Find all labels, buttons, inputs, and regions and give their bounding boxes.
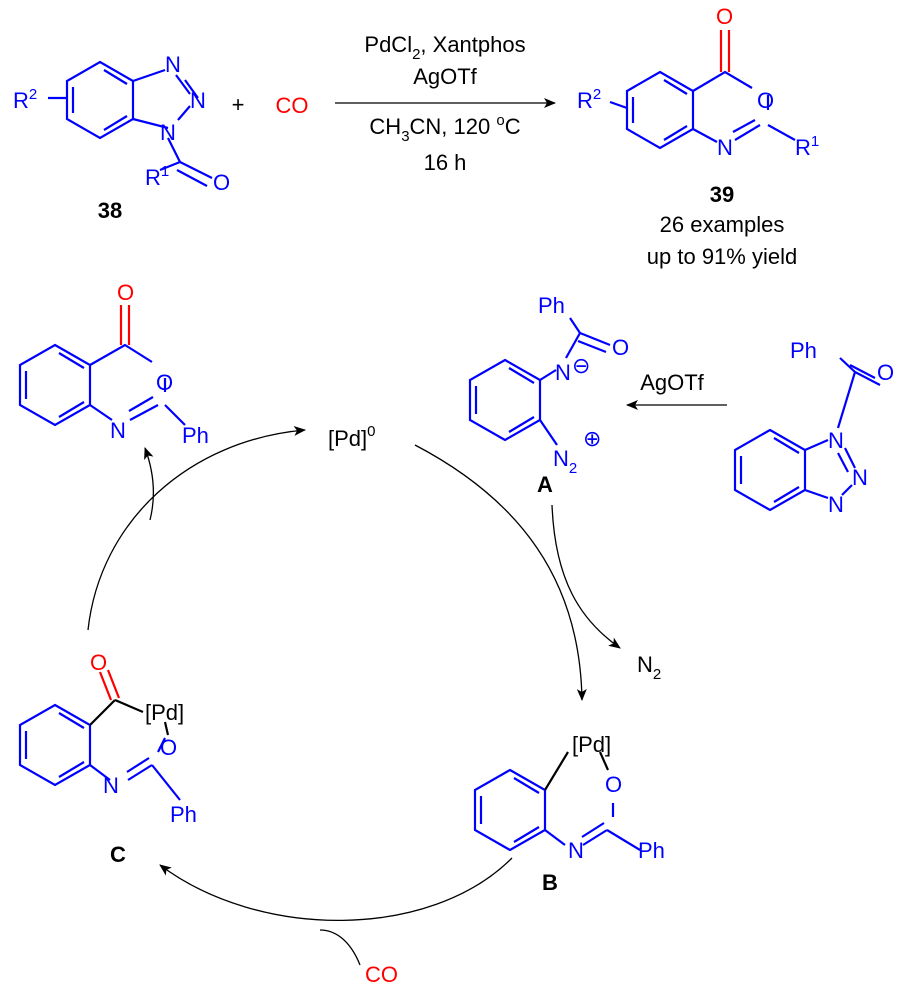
intermediate-label-a: A <box>537 472 553 497</box>
r2-label: R2 <box>577 86 601 113</box>
conditions-line4: 16 h <box>424 150 467 175</box>
co-label: CO <box>365 962 398 987</box>
atom-n: N <box>828 428 844 453</box>
phenyl-label: Ph <box>790 338 817 363</box>
diazonium-label: N2 <box>553 446 577 477</box>
intermediate-c: O [Pd] O N Ph C <box>18 650 197 867</box>
arrow-c-to-pd0 <box>87 425 306 631</box>
agotf-label: AgOTf <box>640 370 704 395</box>
r1-label: R1 <box>145 163 169 190</box>
r1-label: R1 <box>795 133 819 160</box>
minus-charge-icon: ⊖ <box>572 353 590 378</box>
co-insertion-arrow <box>319 929 361 966</box>
phenyl-label: Ph <box>170 802 197 827</box>
pd-label: [Pd] <box>145 700 184 725</box>
arrow-n2-release <box>551 504 621 649</box>
co-reagent: CO <box>276 93 309 118</box>
plus-charge-icon: ⊕ <box>583 426 601 451</box>
atom-n: N <box>103 773 119 798</box>
n2-release-label: N2 <box>637 652 661 683</box>
atom-n: N <box>828 492 844 517</box>
cycle-product: O O N Ph <box>18 280 209 448</box>
benzoyl-benzotriazole: N N N Ph O <box>733 338 894 517</box>
atom-o: O <box>605 772 622 797</box>
intermediate-b: [Pd] O N Ph B <box>473 732 665 895</box>
intermediate-a: N ⊖ Ph O N2 ⊕ A <box>468 293 629 497</box>
plus-sign: + <box>232 92 245 117</box>
compound-38: N N N O R2 R1 38 <box>13 52 230 223</box>
phenyl-label: Ph <box>538 293 565 318</box>
intermediate-label-b: B <box>542 870 558 895</box>
arrow-product-release <box>144 447 154 521</box>
atom-o: O <box>757 88 774 113</box>
atom-n: N <box>110 418 126 443</box>
atom-n: N <box>165 52 181 77</box>
atom-n: N <box>852 465 868 490</box>
pd0-catalyst: [Pd]0 <box>328 423 375 451</box>
atom-n-anion: N <box>555 360 571 385</box>
atom-n: N <box>717 135 733 160</box>
atom-o-carbonyl: O <box>716 4 733 29</box>
arrow-b-to-c <box>159 857 513 922</box>
conditions-line1: PdCl2, Xantphos <box>364 32 525 63</box>
conditions-line3: CH3CN, 120 oC <box>369 112 520 145</box>
intermediate-label-c: C <box>110 842 126 867</box>
atom-n: N <box>190 88 206 113</box>
atom-o: O <box>877 360 894 385</box>
compound-label-38: 38 <box>98 198 122 223</box>
compound-label-39: 39 <box>710 182 734 207</box>
phenyl-label: Ph <box>182 423 209 448</box>
atom-n: N <box>568 838 584 863</box>
arrow-pd0-to-b <box>414 444 587 701</box>
atom-n: N <box>160 120 176 145</box>
yield-text: up to 91% yield <box>647 244 797 269</box>
atom-o-carbonyl: O <box>117 280 134 305</box>
atom-o: O <box>160 735 177 760</box>
compound-39: O O N R2 R1 39 26 examples up to 91% yie… <box>577 4 819 269</box>
atom-o-carbonyl: O <box>90 650 107 675</box>
atom-o: O <box>213 170 230 195</box>
conditions-line2: AgOTf <box>413 64 477 89</box>
examples-count: 26 examples <box>660 212 785 237</box>
atom-o: O <box>612 335 629 360</box>
pd-label: [Pd] <box>572 732 611 757</box>
r2-label: R2 <box>13 86 37 113</box>
atom-o: O <box>156 370 173 395</box>
phenyl-label: Ph <box>638 838 665 863</box>
